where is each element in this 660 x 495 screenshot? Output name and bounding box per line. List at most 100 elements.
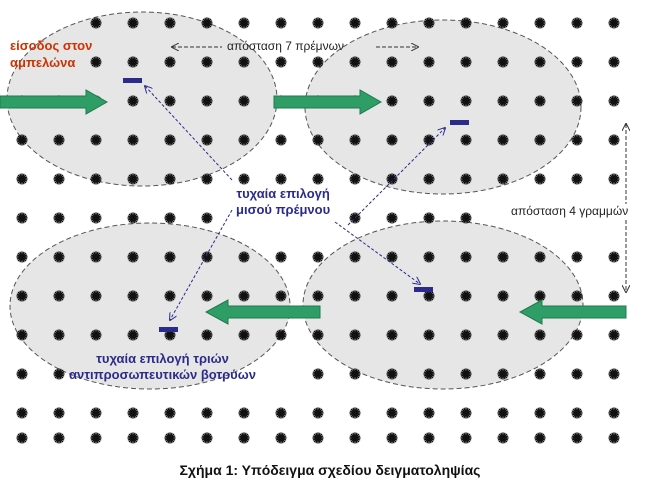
star-burst-icon xyxy=(423,290,435,302)
star-burst-icon xyxy=(275,329,287,341)
star-burst-icon xyxy=(460,95,472,107)
star-burst-icon xyxy=(386,134,398,146)
bar-marker-icon xyxy=(159,327,178,332)
star-burst-icon xyxy=(90,212,102,224)
random-vine-label: τυχαία επιλογή μισού πρέμνου xyxy=(236,186,330,218)
star-burst-icon xyxy=(127,95,139,107)
star-burst-icon xyxy=(164,56,176,68)
star-burst-icon xyxy=(201,432,213,444)
random-vine-label-line-2: μισού πρέμνου xyxy=(236,202,331,217)
star-burst-icon xyxy=(90,432,102,444)
star-burst-icon xyxy=(534,173,546,185)
star-burst-icon xyxy=(460,368,472,380)
star-burst-icon xyxy=(608,17,620,29)
star-burst-icon xyxy=(608,173,620,185)
star-burst-icon xyxy=(534,290,546,302)
random-bunches-label-line-1: τυχαία επιλογή τριών xyxy=(96,351,229,366)
star-burst-icon xyxy=(275,134,287,146)
random-vine-label-line-1: τυχαία επιλογή xyxy=(236,186,330,201)
star-burst-icon xyxy=(53,407,65,419)
random-bunches-label: τυχαία επιλογή τριών αντιπροσωπευτικών β… xyxy=(69,351,256,383)
star-burst-icon xyxy=(423,95,435,107)
star-burst-icon xyxy=(164,407,176,419)
star-burst-icon xyxy=(164,17,176,29)
star-burst-icon xyxy=(238,251,250,263)
star-burst-icon xyxy=(349,407,361,419)
star-burst-icon xyxy=(238,290,250,302)
star-burst-icon xyxy=(238,134,250,146)
sampling-zone-bottom-right xyxy=(302,220,584,390)
star-burst-icon xyxy=(497,407,509,419)
star-burst-icon xyxy=(571,134,583,146)
star-burst-icon xyxy=(53,432,65,444)
star-burst-icon xyxy=(16,134,28,146)
star-burst-icon xyxy=(349,173,361,185)
star-burst-icon xyxy=(571,17,583,29)
star-burst-icon xyxy=(90,251,102,263)
star-burst-icon xyxy=(90,173,102,185)
star-burst-icon xyxy=(386,212,398,224)
star-burst-icon xyxy=(386,95,398,107)
star-burst-icon xyxy=(497,329,509,341)
star-burst-icon xyxy=(238,432,250,444)
star-burst-icon xyxy=(571,95,583,107)
entrance-label: είσοδος στον αμπελώνα xyxy=(10,37,92,71)
bar-marker-icon xyxy=(414,287,433,292)
star-burst-icon xyxy=(312,173,324,185)
star-burst-icon xyxy=(386,407,398,419)
star-burst-icon xyxy=(275,251,287,263)
star-burst-icon xyxy=(275,56,287,68)
star-burst-icon xyxy=(386,432,398,444)
star-burst-icon xyxy=(90,290,102,302)
star-burst-icon xyxy=(275,290,287,302)
star-burst-icon xyxy=(423,407,435,419)
star-burst-icon xyxy=(90,134,102,146)
star-burst-icon xyxy=(608,134,620,146)
star-burst-icon xyxy=(608,290,620,302)
star-burst-icon xyxy=(386,56,398,68)
arrow-icon xyxy=(518,299,627,325)
star-burst-icon xyxy=(460,173,472,185)
star-burst-icon xyxy=(534,432,546,444)
star-burst-icon xyxy=(312,368,324,380)
star-burst-icon xyxy=(53,251,65,263)
star-burst-icon xyxy=(16,432,28,444)
selection-links xyxy=(145,86,445,320)
vine-distance-label: απόσταση 7 πρέμνων xyxy=(227,39,344,53)
star-burst-icon xyxy=(571,173,583,185)
star-burst-icon xyxy=(90,407,102,419)
random-bunches-label-line-2: αντιπροσωπευτικών βοτρύων xyxy=(69,367,256,382)
row-distance-label: απόσταση 4 γραμμών xyxy=(509,204,631,218)
star-burst-icon xyxy=(571,368,583,380)
arrow-icon xyxy=(204,299,321,325)
star-burst-icon xyxy=(90,17,102,29)
star-burst-icon xyxy=(312,290,324,302)
star-burst-icon xyxy=(534,17,546,29)
entrance-label-line-1: είσοδος στον xyxy=(10,38,93,53)
star-burst-icon xyxy=(349,17,361,29)
star-burst-icon xyxy=(312,134,324,146)
star-burst-icon xyxy=(53,368,65,380)
star-burst-icon xyxy=(608,95,620,107)
star-burst-icon xyxy=(127,212,139,224)
star-burst-icon xyxy=(201,134,213,146)
star-burst-icon xyxy=(460,251,472,263)
direction-arrows xyxy=(0,89,627,325)
star-burst-icon xyxy=(16,251,28,263)
star-burst-icon xyxy=(423,251,435,263)
star-burst-icon xyxy=(608,329,620,341)
star-burst-icon xyxy=(423,56,435,68)
star-burst-icon xyxy=(423,134,435,146)
star-burst-icon xyxy=(16,290,28,302)
star-burst-icon xyxy=(275,173,287,185)
star-burst-icon xyxy=(460,290,472,302)
star-burst-icon xyxy=(534,56,546,68)
star-burst-icon xyxy=(349,251,361,263)
star-burst-icon xyxy=(497,251,509,263)
star-burst-icon xyxy=(127,173,139,185)
star-burst-icon xyxy=(238,56,250,68)
star-burst-icon xyxy=(423,329,435,341)
star-burst-icon xyxy=(164,212,176,224)
star-burst-icon xyxy=(90,56,102,68)
star-burst-icon xyxy=(460,134,472,146)
